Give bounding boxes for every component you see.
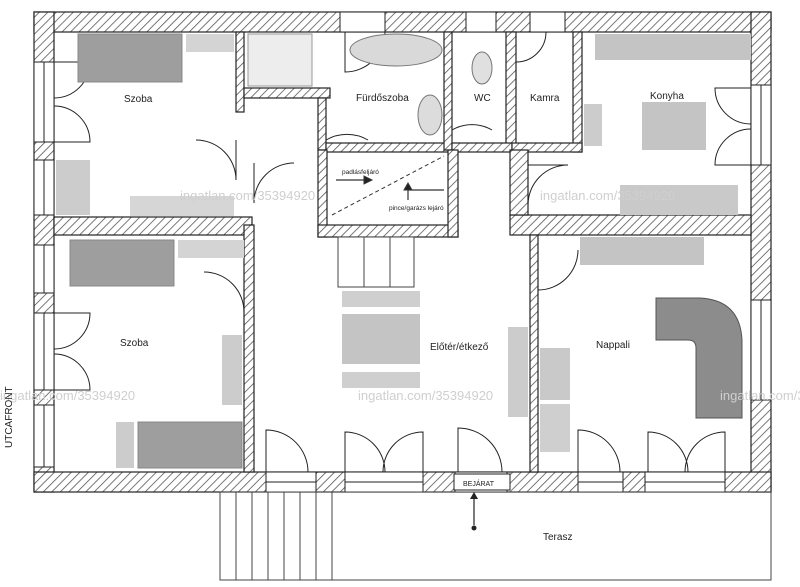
- armchair: [540, 348, 570, 400]
- window: [465, 11, 497, 33]
- room-label-bathroom: Fürdőszoba: [356, 93, 409, 104]
- watermark: ingatlan.com/35394920: [0, 388, 135, 403]
- outer-wall-right: [750, 11, 772, 493]
- dining-table: [642, 102, 706, 150]
- window: [529, 11, 566, 33]
- room-label-hall-dining: Előtér/étkező: [430, 342, 489, 353]
- wall-pantry-kitchen: [572, 31, 583, 153]
- wall-wc-pantry: [505, 31, 517, 151]
- watermarks: ingatlan.com/35394920 ingatlan.com/35394…: [0, 188, 800, 403]
- cabinet: [540, 404, 570, 452]
- entrance-marker: [453, 473, 511, 531]
- bed: [69, 239, 175, 287]
- wall-bath-left: [317, 97, 327, 151]
- shelf: [130, 196, 234, 216]
- room-label-terrace: Terasz: [543, 532, 572, 543]
- cabinet: [222, 335, 242, 405]
- watermark: ingatlan.com/35394920: [358, 388, 493, 403]
- window: [339, 11, 386, 33]
- stairs-label-attic: padlásfeljáró: [342, 169, 379, 176]
- wall-stairs-right: [447, 149, 459, 238]
- wall-rooms-divider: [53, 216, 253, 236]
- wall-stairs-left: [317, 149, 328, 238]
- doors: [53, 31, 752, 473]
- dining-table: [342, 314, 420, 364]
- wardrobe: [186, 34, 234, 52]
- stairs: [331, 155, 445, 216]
- wall-kitchen-left: [509, 149, 529, 216]
- sideboard: [508, 327, 528, 417]
- toilet: [471, 51, 493, 85]
- fridge: [584, 104, 602, 146]
- counter: [595, 34, 751, 60]
- stair-steps: [337, 236, 415, 288]
- sink-counter: [247, 33, 313, 87]
- nightstand: [116, 422, 134, 468]
- washbasin: [417, 94, 443, 136]
- room-label-room1: Szoba: [124, 94, 153, 105]
- watermark: ingatlan.com/35394920: [540, 188, 675, 203]
- entrance-label: BEJÁRAT: [463, 479, 495, 488]
- street-front-label: UTCAFRONT: [4, 386, 15, 448]
- wall-bath-bottom: [325, 142, 452, 153]
- stairs-label-cellar: pince/garázs lejáró: [389, 205, 444, 212]
- wall-bath-wc: [443, 31, 453, 151]
- wall-kitchen-bottom: [509, 214, 752, 236]
- wall-stairs-bottom: [317, 224, 459, 238]
- desk: [56, 160, 90, 215]
- room-label-living-room: Nappali: [596, 340, 630, 351]
- sofa: [655, 297, 743, 419]
- room-label-kitchen: Konyha: [650, 91, 684, 102]
- wardrobe: [178, 240, 244, 258]
- wall-left-rooms-right-3: [243, 224, 255, 473]
- wall-left-rooms-right-2: [243, 87, 331, 99]
- wall-living-left: [529, 234, 539, 473]
- bed: [137, 421, 243, 469]
- room-label-room2: Szoba: [120, 338, 149, 349]
- wall-pantry-bottom: [511, 142, 583, 153]
- bathtub: [349, 33, 443, 67]
- wall-left-rooms-right: [235, 31, 245, 113]
- watermark: ingatlan.com/35394920: [720, 388, 800, 403]
- watermark: ingatlan.com/35394920: [180, 188, 315, 203]
- bench: [342, 291, 420, 307]
- tv-shelf: [580, 237, 704, 265]
- room-label-wc: WC: [474, 93, 491, 104]
- room-label-pantry: Kamra: [530, 93, 560, 104]
- furniture: [56, 33, 751, 469]
- terrace: [219, 491, 772, 581]
- bed: [77, 33, 183, 83]
- outer-wall-top: [33, 11, 772, 33]
- cabinet: [620, 185, 738, 215]
- room-labels: Szoba Szoba Fürdőszoba WC Kamra Konyha E…: [4, 91, 684, 543]
- wall-wc-bottom: [451, 142, 513, 153]
- bench: [342, 372, 420, 388]
